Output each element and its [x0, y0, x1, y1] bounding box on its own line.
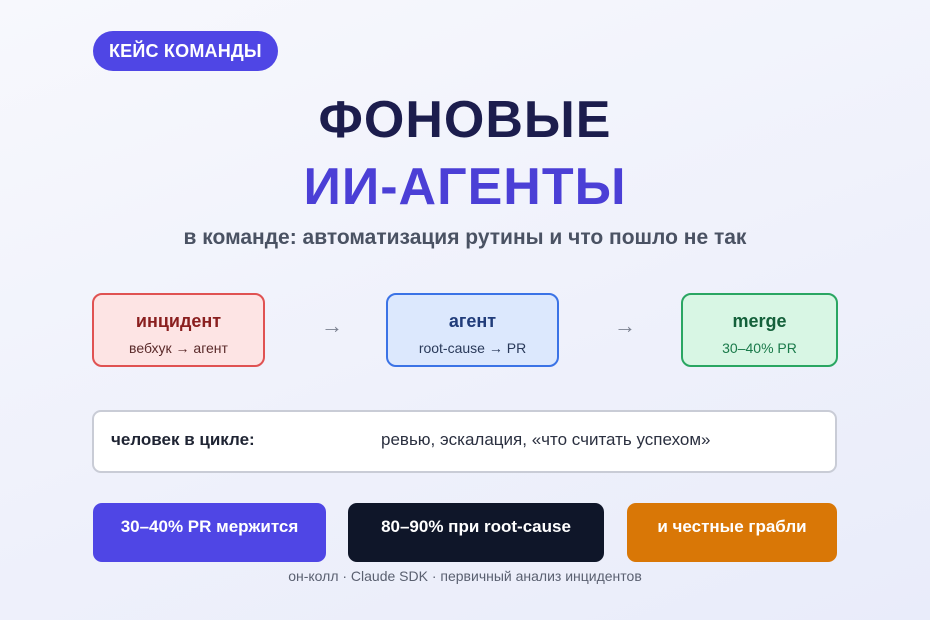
stat-honest-pitfalls: и честные грабли	[627, 503, 837, 562]
arrow-right-icon: →	[614, 313, 636, 338]
flow-step-title: инцидент	[135, 311, 222, 331]
case-badge: КЕЙС КОМАНДЫ	[93, 31, 278, 71]
stat-pr-merged: 30–40% PR мержится	[93, 503, 326, 562]
flow-step-sub: вебхук → агент	[129, 340, 228, 356]
subtitle: в команде: автоматизация рутины и что по…	[183, 226, 747, 249]
stat-root-cause: 80–90% при root-cause	[348, 503, 604, 562]
flow-step-sub: 30–40% PR	[722, 340, 797, 356]
footer-caption: он-колл · Claude SDK · первичный анализ …	[288, 568, 642, 584]
human-in-loop-label: человек в цикле:	[111, 430, 255, 449]
flow-step-incident: инцидент вебхук → агент	[92, 293, 265, 367]
flow-step-title: merge	[732, 311, 787, 331]
arrow-right-icon: →	[321, 313, 343, 338]
human-in-loop-value: ревью, эскалация, «что считать успехом»	[381, 430, 711, 449]
human-in-loop-card: человек в цикле: ревью, эскалация, «что …	[92, 410, 837, 473]
flow-step-title: агент	[448, 311, 497, 331]
flow-step-merge: merge 30–40% PR	[681, 293, 838, 367]
title-line-2: ИИ-АГЕНТЫ	[303, 158, 627, 216]
flow-step-sub: root-cause → PR	[418, 340, 527, 356]
flow-step-agent: агент root-cause → PR	[386, 293, 559, 367]
title-line-1: ФОНОВЫЕ	[318, 91, 612, 149]
